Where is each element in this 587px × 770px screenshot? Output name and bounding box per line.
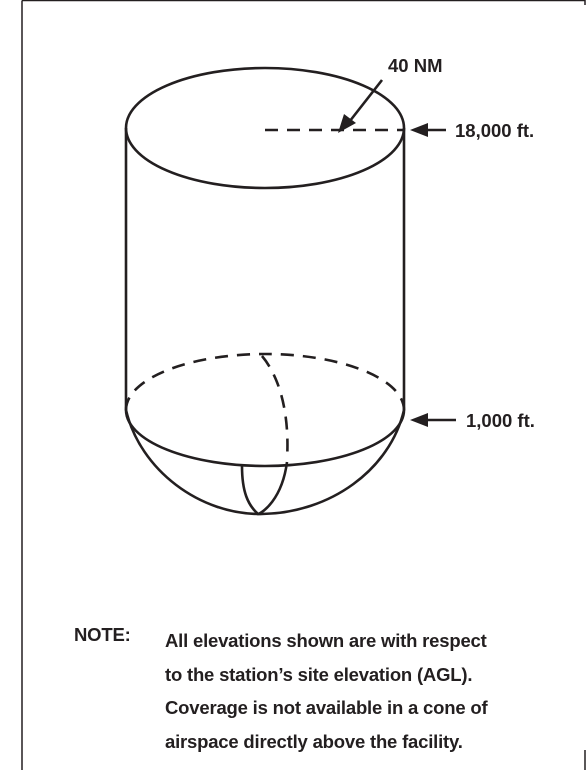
note-label: NOTE: [74, 624, 131, 645]
note-line: All elevations shown are with respect [165, 630, 487, 651]
radius-pointer-arrowhead [338, 114, 356, 133]
label-floor: 1,000 ft. [466, 410, 535, 431]
note-line: to the station’s site elevation (AGL). [165, 663, 473, 685]
label-radius: 40 NM [388, 55, 443, 76]
note-line: airspace directly above the facility. [165, 730, 463, 752]
ceiling-arrowhead [410, 123, 428, 137]
coverage-bowl [124, 409, 406, 516]
cylinder-top-ellipse [124, 66, 406, 190]
floor-arrowhead [410, 413, 428, 427]
bottom-ellipse-back-dashed [124, 352, 406, 411]
note-body: All elevations shown are with respect to… [165, 624, 565, 758]
note-line: Coverage is not available in a cone of [165, 697, 488, 718]
bottom-ellipse-front [124, 409, 406, 468]
meridian-dashed [261, 355, 289, 461]
figure-border [21, 0, 586, 770]
meridian-solid [240, 461, 289, 516]
radius-pointer-line [344, 79, 384, 127]
label-ceiling: 18,000 ft. [455, 120, 534, 141]
